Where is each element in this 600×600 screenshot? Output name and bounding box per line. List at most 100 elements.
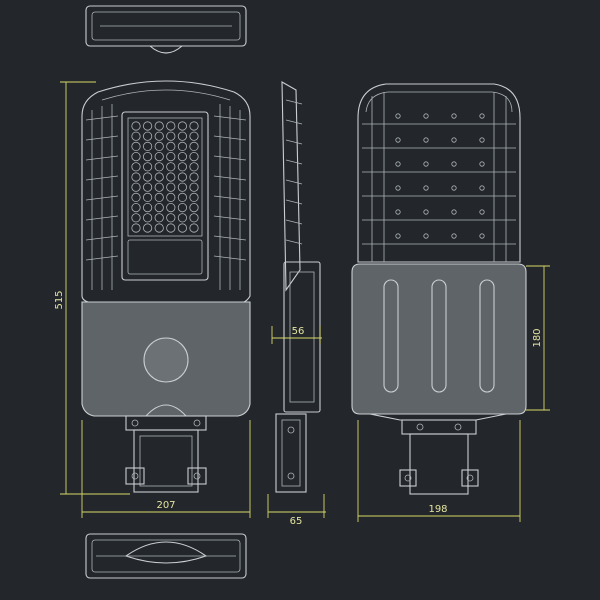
led-lens xyxy=(154,152,164,162)
led-lens xyxy=(154,203,164,213)
led-lens xyxy=(143,141,153,151)
bolt-hole xyxy=(451,137,457,143)
led-lens xyxy=(166,141,176,151)
dim-thickness-total-label: 65 xyxy=(290,516,303,527)
bolt-hole xyxy=(395,233,401,239)
led-lens xyxy=(143,192,153,202)
top-view xyxy=(85,5,247,54)
led-lens xyxy=(189,162,199,172)
led-lens xyxy=(143,223,153,233)
bolt-hole xyxy=(423,137,429,143)
dim-panel-height-label: 180 xyxy=(532,328,543,347)
led-lens xyxy=(166,223,176,233)
led-lens xyxy=(131,131,141,141)
front-left-fins xyxy=(85,104,119,290)
back-view xyxy=(351,83,527,495)
led-lens xyxy=(189,152,199,162)
side-view xyxy=(275,81,321,493)
led-lens xyxy=(189,192,199,202)
bolt-hole xyxy=(479,113,485,119)
bolt-hole xyxy=(479,233,485,239)
bolt-hole xyxy=(395,113,401,119)
led-lens xyxy=(166,203,176,213)
back-ribs xyxy=(362,92,516,262)
bolt-hole xyxy=(451,233,457,239)
led-lens xyxy=(154,172,164,182)
bolt-hole xyxy=(423,209,429,215)
led-lens xyxy=(154,192,164,202)
dimension-labels: 515 207 56 65 198 180 xyxy=(54,290,543,527)
bolt-hole xyxy=(479,161,485,167)
bolt-hole xyxy=(395,185,401,191)
bolt-hole xyxy=(395,137,401,143)
led-lens xyxy=(131,213,141,223)
led-lens xyxy=(143,131,153,141)
led-lens xyxy=(166,131,176,141)
bottom-view xyxy=(85,533,247,579)
led-lens xyxy=(143,162,153,172)
bolt-hole xyxy=(423,161,429,167)
bolt-hole xyxy=(479,185,485,191)
led-lens xyxy=(177,162,187,172)
bolt-hole xyxy=(423,185,429,191)
led-lens xyxy=(166,121,176,131)
led-lens xyxy=(131,172,141,182)
bolt-hole xyxy=(423,113,429,119)
bolt-hole xyxy=(451,113,457,119)
led-lens xyxy=(131,192,141,202)
bolt-hole xyxy=(451,209,457,215)
led-lens xyxy=(166,213,176,223)
bolt-hole xyxy=(451,185,457,191)
led-lens xyxy=(166,162,176,172)
led-lens xyxy=(177,172,187,182)
led-lens xyxy=(154,141,164,151)
led-lens xyxy=(131,203,141,213)
led-lens xyxy=(189,203,199,213)
led-lens xyxy=(189,131,199,141)
led-lens xyxy=(177,152,187,162)
led-module xyxy=(121,111,209,281)
dim-length-label: 515 xyxy=(54,290,65,309)
side-fins xyxy=(285,99,303,245)
led-lens xyxy=(166,172,176,182)
front-right-fins xyxy=(213,104,247,290)
led-lens xyxy=(177,192,187,202)
led-lens xyxy=(154,162,164,172)
led-lens xyxy=(131,223,141,233)
front-view xyxy=(81,80,251,493)
dim-thickness-body-label: 56 xyxy=(292,326,305,337)
led-lens xyxy=(154,213,164,223)
led-lens xyxy=(154,223,164,233)
led-lens xyxy=(154,182,164,192)
led-lens xyxy=(166,152,176,162)
dim-width-back-label: 198 xyxy=(428,504,447,515)
bolt-hole xyxy=(479,209,485,215)
led-lens xyxy=(177,131,187,141)
bolt-hole xyxy=(423,233,429,239)
led-lens xyxy=(143,121,153,131)
led-lens xyxy=(189,213,199,223)
bolt-hole xyxy=(451,161,457,167)
led-lens xyxy=(177,203,187,213)
led-lens xyxy=(177,213,187,223)
bolt-hole xyxy=(395,209,401,215)
led-lens xyxy=(143,152,153,162)
led-lens xyxy=(131,152,141,162)
led-lens xyxy=(154,131,164,141)
led-lens xyxy=(189,141,199,151)
bolt-hole xyxy=(395,161,401,167)
dimension-lines xyxy=(60,81,550,522)
led-lens xyxy=(154,121,164,131)
led-lens xyxy=(143,172,153,182)
led-lens xyxy=(143,182,153,192)
led-lens xyxy=(166,192,176,202)
led-lens xyxy=(131,141,141,151)
led-lens xyxy=(131,121,141,131)
led-lens xyxy=(143,203,153,213)
led-lens xyxy=(131,162,141,172)
led-lens xyxy=(177,182,187,192)
led-lens xyxy=(189,223,199,233)
led-lens xyxy=(189,121,199,131)
led-lens xyxy=(177,223,187,233)
